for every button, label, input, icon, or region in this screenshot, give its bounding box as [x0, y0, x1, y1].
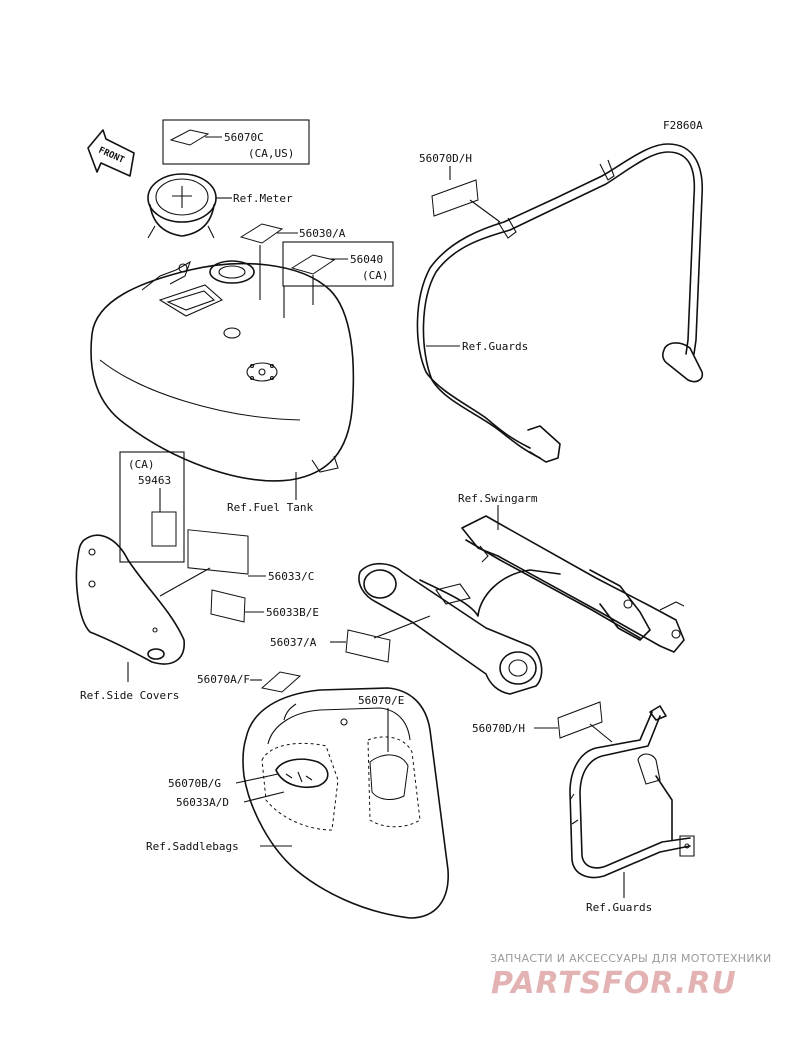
decal-56040-box [282, 241, 394, 287]
label-56040: 56040 [350, 253, 383, 266]
label-ref-swingarm: Ref.Swingarm [458, 492, 538, 505]
meter-decal-box [162, 119, 310, 165]
side-decal-group: 56033/C 56033B/E [159, 529, 319, 623]
tank-decal-group: 56030/A 56040 (CA) [239, 223, 394, 318]
meter-part: Ref.Meter [147, 173, 293, 239]
figure-code: F2860A [663, 119, 703, 132]
decal-59463-box [119, 451, 185, 563]
label-56070af: 56070A/F [197, 673, 250, 686]
bottom-guard-part: 56070D/H Ref.Guards [472, 701, 695, 914]
label-56033c: 56033/C [268, 570, 314, 583]
saddlebag-part: 56070/E 56070B/G 56033A/D Ref.Saddlebags [146, 687, 449, 919]
label-56033ad: 56033A/D [176, 796, 229, 809]
decal-56070af-group: 56070A/F [197, 671, 302, 693]
label-56037a: 56037/A [270, 636, 317, 649]
decal-56070dh-top-shape [431, 179, 479, 217]
swingarm-part: Ref.Swingarm [358, 492, 685, 695]
decal-56030a-shape [239, 223, 284, 244]
label-ref-side-covers: Ref.Side Covers [80, 689, 179, 702]
label-56070c: 56070C [224, 131, 264, 144]
decal-56040-shape [290, 254, 336, 275]
label-ref-fuel-tank: Ref.Fuel Tank [227, 501, 313, 514]
meter-decal-group: 56070C (CA,US) [162, 119, 310, 165]
label-56030a: 56030/A [299, 227, 346, 240]
label-56070bg: 56070B/G [168, 777, 221, 790]
decal-56037a-group: 56037/A [270, 615, 431, 663]
label-ref-saddlebags: Ref.Saddlebags [146, 840, 239, 853]
decal-56070dh-bottom-shape [557, 701, 603, 739]
decal-59463-shape [151, 511, 177, 547]
front-arrow-icon: FRONT [87, 129, 135, 177]
label-ref-guards-bottom: Ref.Guards [586, 901, 652, 914]
decal-59463-group: (CA) 59463 [119, 451, 185, 563]
label-59463: 59463 [138, 474, 171, 487]
top-guard-part: Ref.Guards [416, 143, 704, 463]
label-ref-meter: Ref.Meter [233, 192, 293, 205]
label-56070dh-top: 56070D/H [419, 152, 472, 165]
label-56070e: 56070/E [358, 694, 404, 707]
decal-56070dh-top-group: 56070D/H [419, 152, 501, 223]
side-cover-part: Ref.Side Covers [75, 534, 185, 702]
label-ca-note: (CA) [128, 458, 155, 471]
decal-56033c-shape [187, 529, 249, 575]
label-ref-guards-top: Ref.Guards [462, 340, 528, 353]
decal-56070e-shape [369, 754, 409, 800]
label-56070dh-bottom: 56070D/H [472, 722, 525, 735]
fuel-tank-part: Ref.Fuel Tank [90, 260, 355, 514]
watermark: ЗАПЧАСТИ И АКСЕССУАРЫ ДЛЯ МОТОТЕХНИКИ PA… [490, 952, 772, 1001]
decal-56033be-shape [210, 589, 246, 623]
decal-56070af-shape [260, 671, 302, 693]
label-56040-region: (CA) [362, 269, 389, 282]
watermark-subtitle: ЗАПЧАСТИ И АКСЕССУАРЫ ДЛЯ МОТОТЕХНИКИ [490, 952, 772, 965]
label-56070c-region: (CA,US) [248, 147, 294, 160]
watermark-brand: PARTSFOR.RU [491, 966, 737, 1001]
meter-decal-shape [169, 129, 210, 146]
label-56033be: 56033B/E [266, 606, 319, 619]
